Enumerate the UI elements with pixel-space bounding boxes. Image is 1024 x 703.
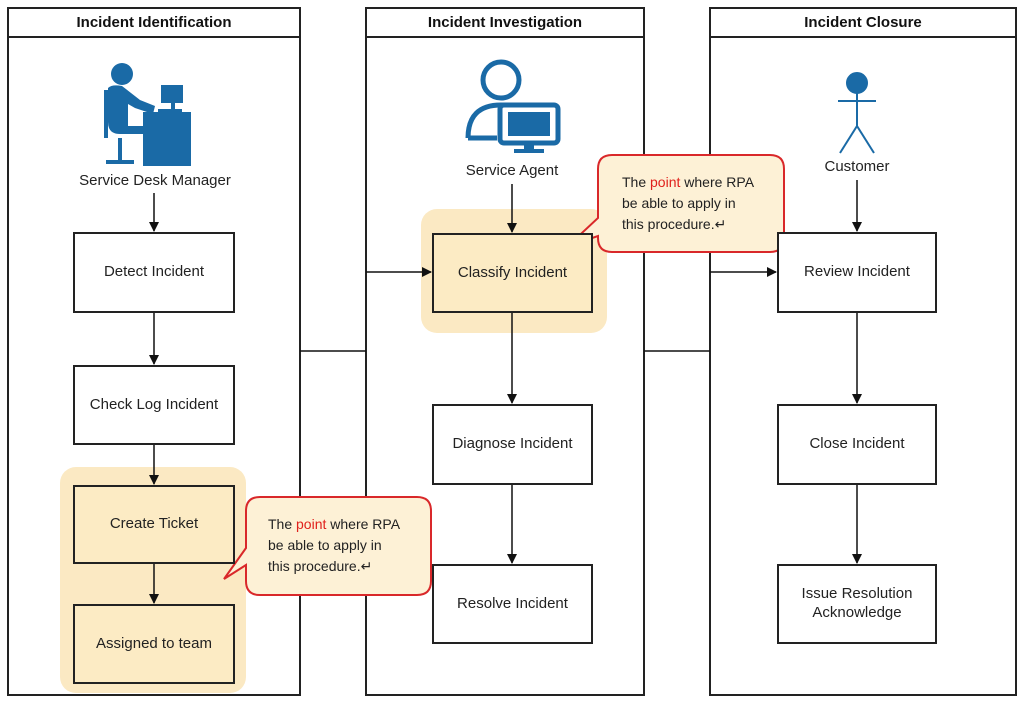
- callout-top-point: point: [650, 174, 681, 190]
- resolve-incident-step[interactable]: Resolve Incident: [432, 564, 593, 644]
- role-label-agent: Service Agent: [465, 162, 559, 179]
- callout-bottom-pre: The: [268, 516, 297, 532]
- lane-title-investigation: Incident Investigation: [427, 14, 583, 31]
- lane-title-closure: Incident Closure: [804, 14, 922, 31]
- close-incident-label: Close Incident: [809, 435, 905, 453]
- issue-resolution-label-line2: Acknowledge: [812, 604, 902, 621]
- create-ticket-label: Create Ticket: [109, 515, 199, 533]
- callout-top-post: where RPA: [680, 174, 755, 190]
- lane-title-identification: Incident Identification: [76, 14, 232, 31]
- classify-incident-label: Classify Incident: [457, 263, 568, 281]
- check-log-incident-label: Check Log Incident: [89, 395, 219, 413]
- issue-resolution-acknowledge-step[interactable]: Issue Resolution Acknowledge: [777, 564, 937, 644]
- role-label-manager: Service Desk Manager: [79, 172, 231, 189]
- issue-resolution-label-line1: Issue Resolution: [801, 585, 913, 603]
- callout-bubble-top: [567, 154, 785, 253]
- detect-incident-step[interactable]: Detect Incident: [73, 232, 235, 313]
- resolve-incident-label: Resolve Incident: [457, 594, 568, 612]
- callout-bottom-point: point: [296, 516, 327, 532]
- customer-icon: [838, 72, 876, 154]
- close-incident-step[interactable]: Close Incident: [777, 404, 937, 485]
- role-label-customer: Customer: [824, 158, 890, 175]
- callout-bottom-line1: The point where RPA: [268, 514, 423, 535]
- callout-top-line1: The point where RPA: [622, 172, 777, 193]
- service-agent-icon: [465, 59, 561, 153]
- callout-text-top: The point where RPA be able to apply in …: [622, 172, 777, 235]
- callout-text-bottom: The point where RPA be able to apply in …: [268, 514, 423, 577]
- callout-top-line3: this procedure.↵: [622, 216, 727, 232]
- create-ticket-step[interactable]: Create Ticket: [73, 485, 235, 564]
- callout-bottom-line3: this procedure.↵: [268, 558, 373, 574]
- assigned-to-team-step[interactable]: Assigned to team: [73, 604, 235, 684]
- classify-incident-step[interactable]: Classify Incident: [432, 233, 593, 313]
- diagnose-incident-step[interactable]: Diagnose Incident: [432, 404, 593, 485]
- review-incident-step[interactable]: Review Incident: [777, 232, 937, 313]
- assigned-to-team-label: Assigned to team: [96, 634, 212, 652]
- callout-bottom-line2: be able to apply in: [268, 537, 382, 553]
- diagnose-incident-label: Diagnose Incident: [452, 435, 573, 453]
- callout-top-pre: The: [622, 174, 651, 190]
- detect-incident-label: Detect Incident: [103, 263, 205, 281]
- service-desk-manager-icon: [104, 63, 191, 166]
- review-incident-label: Review Incident: [804, 263, 910, 281]
- check-log-incident-step[interactable]: Check Log Incident: [73, 365, 235, 445]
- callout-bottom-post: where RPA: [326, 516, 401, 532]
- callout-bubble-bottom: [223, 496, 432, 596]
- callout-top-line2: be able to apply in: [622, 195, 736, 211]
